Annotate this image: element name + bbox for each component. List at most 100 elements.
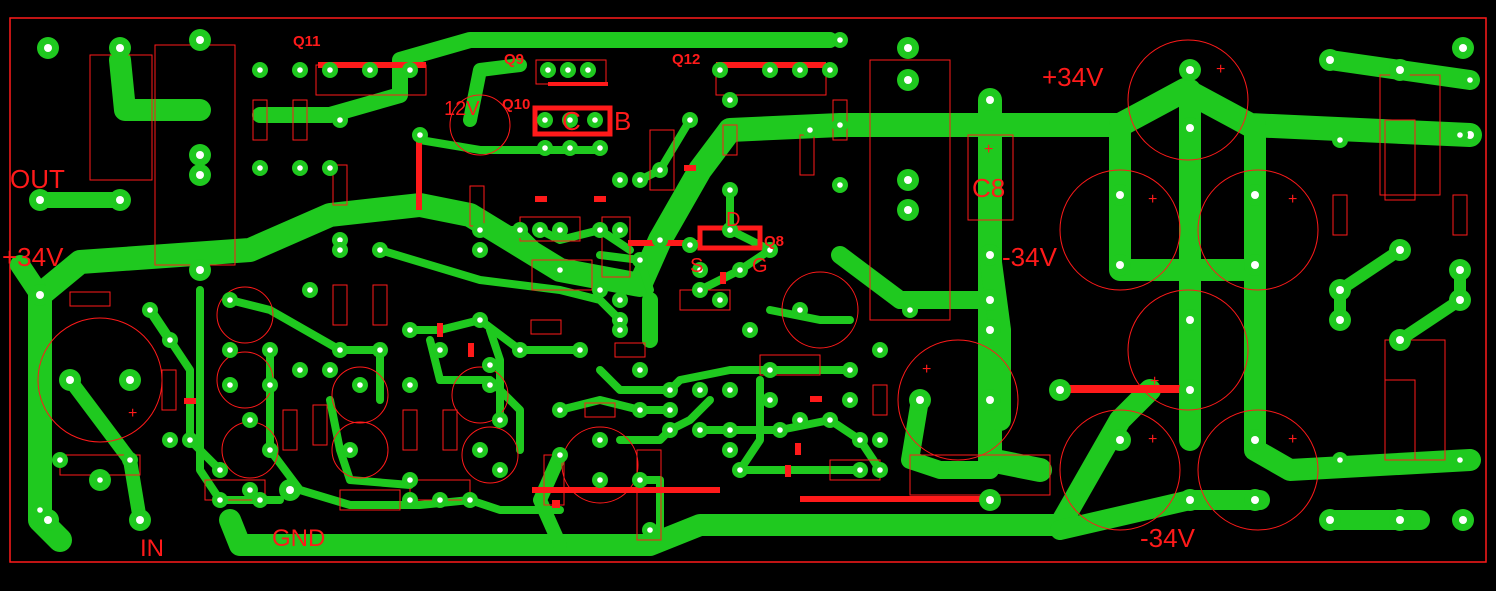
pad-hole	[837, 122, 843, 128]
label-12v: 12V	[444, 98, 480, 120]
pad-hole	[297, 67, 303, 73]
pad-hole	[337, 347, 343, 353]
pad-hole	[617, 317, 623, 323]
pad-hole	[697, 387, 703, 393]
pad-hole	[727, 447, 733, 453]
label-c8: C8	[972, 173, 1005, 203]
pad-hole	[737, 467, 743, 473]
polarity-mark: +	[1148, 431, 1157, 448]
pad-hole	[196, 36, 204, 44]
pad-hole	[97, 477, 103, 483]
pad-hole	[697, 427, 703, 433]
pad-hole	[767, 67, 773, 73]
pad-hole	[377, 347, 383, 353]
pad-hole	[1337, 137, 1343, 143]
pad-hole	[1186, 124, 1194, 132]
pad-hole	[557, 452, 563, 458]
pad-hole	[557, 407, 563, 413]
pad-hole	[477, 317, 483, 323]
pad-hole	[637, 407, 643, 413]
pad-hole	[1186, 496, 1194, 504]
pad-hole	[797, 417, 803, 423]
pad-hole	[727, 97, 733, 103]
pad-hole	[196, 151, 204, 159]
pad-hole	[986, 326, 994, 334]
pad-hole	[537, 227, 543, 233]
pad-hole	[357, 382, 363, 388]
pad-hole	[1457, 132, 1463, 138]
polarity-mark: +	[1216, 61, 1225, 78]
pad-hole	[37, 507, 43, 513]
label-g-mark: G	[752, 255, 768, 277]
pad-hole	[66, 376, 74, 384]
pad-hole	[807, 127, 813, 133]
pad-hole	[837, 182, 843, 188]
pad-hole	[417, 132, 423, 138]
pad-hole	[597, 477, 603, 483]
pad-hole	[196, 266, 204, 274]
pad-hole	[567, 145, 573, 151]
pad-hole	[797, 67, 803, 73]
pad-hole	[767, 397, 773, 403]
pad-hole	[247, 487, 253, 493]
polarity-mark: +	[1288, 191, 1297, 208]
pad-hole	[286, 486, 294, 494]
pad-hole	[267, 382, 273, 388]
pad-hole	[407, 382, 413, 388]
pad-hole	[986, 396, 994, 404]
pad-hole	[1336, 286, 1344, 294]
pad-hole	[1326, 56, 1334, 64]
pad-hole	[247, 417, 253, 423]
pad-hole	[767, 247, 773, 253]
pad-hole	[1336, 316, 1344, 324]
pad-hole	[1396, 336, 1404, 344]
pad-hole	[337, 237, 343, 243]
pad-hole	[617, 177, 623, 183]
text-labels: OUT +34V IN GND Q11 Q9 12V Q10 C B Q12 D…	[2, 33, 1297, 562]
pad-hole	[727, 427, 733, 433]
pad-hole	[1056, 386, 1064, 394]
pad-hole	[597, 437, 603, 443]
pad-hole	[147, 307, 153, 313]
pad-hole	[986, 251, 994, 259]
pad-hole	[517, 347, 523, 353]
pad-hole	[1186, 66, 1194, 74]
pad-hole	[727, 187, 733, 193]
pad-hole	[467, 497, 473, 503]
pad-hole	[637, 177, 643, 183]
pad-hole	[267, 447, 273, 453]
pad-hole	[1116, 191, 1124, 199]
pad-hole	[127, 457, 133, 463]
polarity-mark: +	[984, 141, 993, 158]
pad-hole	[367, 67, 373, 73]
pad-hole	[257, 165, 263, 171]
pad-hole	[585, 67, 591, 73]
pad-hole	[617, 227, 623, 233]
pad-hole	[327, 67, 333, 73]
pad-hole	[877, 437, 883, 443]
pad-hole	[1457, 457, 1463, 463]
pad-hole	[986, 496, 994, 504]
polarity-mark: +	[1150, 373, 1159, 390]
pad-hole	[217, 497, 223, 503]
pad-hole	[657, 237, 663, 243]
pad-hole	[687, 242, 693, 248]
pad-hole	[597, 227, 603, 233]
label-d-mark: D	[726, 209, 740, 231]
polarity-mark: +	[128, 405, 137, 422]
pad-hole	[1396, 66, 1404, 74]
pad-hole	[637, 477, 643, 483]
pad-hole	[44, 516, 52, 524]
pad-hole	[687, 117, 693, 123]
pad-hole	[847, 367, 853, 373]
pad-hole	[557, 267, 563, 273]
pad-hole	[904, 76, 912, 84]
pad-hole	[477, 227, 483, 233]
pad-hole	[1186, 386, 1194, 394]
pad-hole	[617, 297, 623, 303]
pad-hole	[327, 367, 333, 373]
pad-hole	[1466, 131, 1474, 139]
pad-hole	[777, 427, 783, 433]
label-s-mark: S	[690, 255, 703, 277]
pad-hole	[377, 247, 383, 253]
